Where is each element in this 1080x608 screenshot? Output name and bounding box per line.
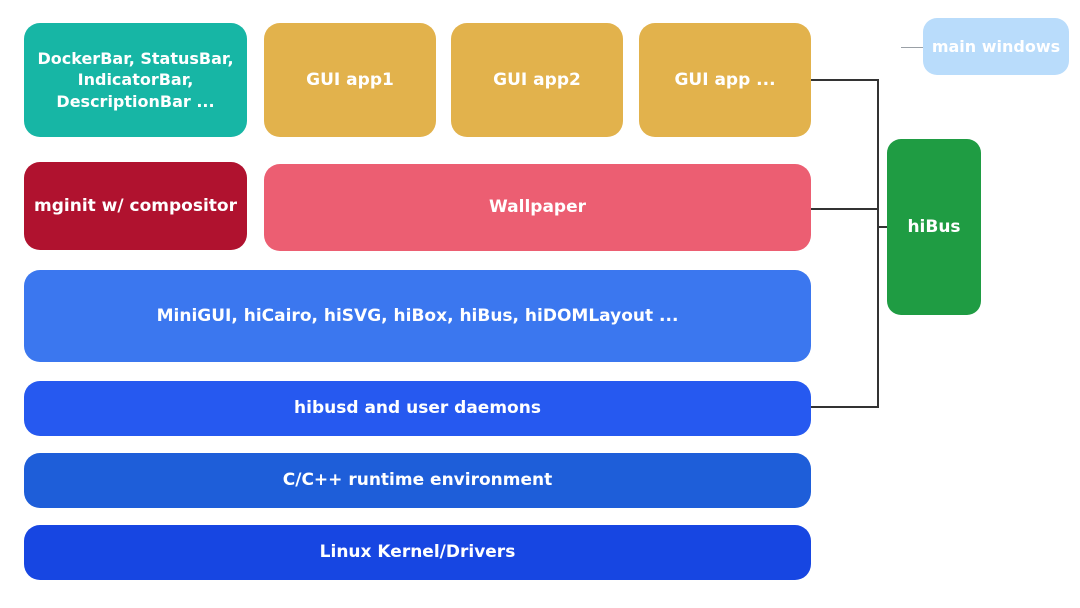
gui-app-more-block: GUI app ...	[639, 23, 811, 137]
system-bars-line-1: DockerBar, StatusBar,	[37, 48, 234, 68]
runtime-block: C/C++ runtime environment	[24, 453, 811, 508]
daemons-label: hibusd and user daemons	[294, 398, 541, 419]
connector-vertical	[877, 79, 879, 408]
gui-app1-label: GUI app1	[306, 69, 394, 90]
runtime-label: C/C++ runtime environment	[282, 470, 553, 491]
mginit-block: mginit w/ compositor	[24, 162, 247, 250]
kernel-block: Linux Kernel/Drivers	[24, 525, 811, 580]
connector-wallpaper	[811, 208, 879, 210]
gui-app1-block: GUI app1	[264, 23, 436, 137]
hibus-block: hiBus	[887, 139, 981, 315]
connector-daemons	[811, 406, 879, 408]
mginit-label: mginit w/ compositor	[34, 195, 237, 216]
libraries-label: MiniGUI, hiCairo, hiSVG, hiBox, hiBus, h…	[156, 305, 679, 326]
daemons-block: hibusd and user daemons	[24, 381, 811, 436]
gui-app2-label: GUI app2	[493, 69, 581, 90]
libraries-block: MiniGUI, hiCairo, hiSVG, hiBox, hiBus, h…	[24, 270, 811, 362]
gui-app-more-label: GUI app ...	[674, 69, 776, 90]
wallpaper-label: Wallpaper	[489, 197, 586, 218]
system-bars-line-3: DescriptionBar ...	[56, 91, 215, 111]
hibus-label: hiBus	[907, 216, 961, 237]
gui-app2-block: GUI app2	[451, 23, 623, 137]
legend-label: main windows	[931, 36, 1061, 56]
kernel-label: Linux Kernel/Drivers	[319, 542, 516, 563]
wallpaper-block: Wallpaper	[264, 164, 811, 251]
system-bars-block: DockerBar, StatusBar, IndicatorBar, Desc…	[24, 23, 247, 137]
connector-hibus	[877, 226, 887, 228]
legend-main-windows: main windows	[923, 18, 1069, 75]
legend-tick	[901, 47, 923, 48]
connector-app-row	[811, 79, 879, 81]
system-bars-line-2: IndicatorBar,	[77, 70, 194, 90]
